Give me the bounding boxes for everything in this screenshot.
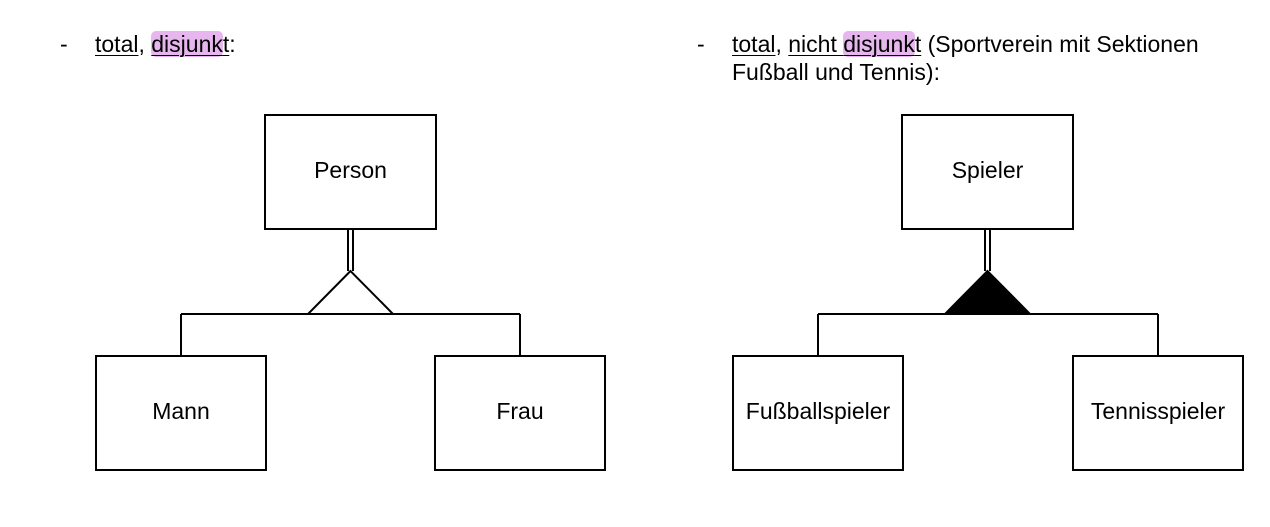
right-word-total: total — [732, 31, 776, 57]
overlapping-filled-triangle — [942, 269, 1033, 315]
right-diagram: Spieler Fußballspieler Tennisspieler — [732, 114, 1244, 471]
left-word-disjunkt: disjunkt — [151, 31, 229, 57]
right-word-nicht-disjunkt: nicht disjunkt — [788, 31, 921, 57]
spieler-label: Spieler — [952, 157, 1024, 183]
right-caption-line2: Fußball und Tennis): — [732, 59, 940, 85]
left-word-total: total — [95, 31, 139, 57]
disjoint-open-triangle — [305, 269, 396, 315]
left-disjunkt-rest: t — [222, 31, 230, 57]
left-caption-text: total, disjunkt: — [95, 30, 236, 58]
right-comma: , — [775, 31, 782, 57]
tennisspieler-box — [1072, 355, 1244, 471]
mann-box — [95, 355, 267, 471]
right-bullet: - — [697, 31, 705, 57]
left-highlight-disjunk: disjunk — [151, 31, 223, 57]
person-label: Person — [314, 157, 387, 183]
right-caption-tail: (Sportverein mit Sektionen — [921, 31, 1199, 57]
left-comma: , — [138, 31, 145, 57]
spieler-box — [901, 114, 1074, 230]
frau-label: Frau — [496, 398, 543, 424]
left-colon: : — [229, 31, 236, 57]
left-bullet: - — [60, 31, 68, 57]
fussballspieler-box — [732, 355, 904, 471]
frau-box — [434, 355, 606, 471]
left-diagram: Person Mann Frau — [95, 114, 606, 471]
right-word-nicht: nicht — [788, 31, 844, 57]
person-box — [264, 114, 437, 230]
tennisspieler-label: Tennisspieler — [1091, 398, 1226, 424]
right-highlight-disjunk: disjunk — [843, 31, 915, 57]
fussballspieler-label: Fußballspieler — [746, 398, 891, 424]
right-caption-line1: total, nicht disjunkt (Sportverein mit S… — [732, 30, 1199, 58]
mann-label: Mann — [152, 398, 210, 424]
right-disjunkt-rest: t — [914, 31, 922, 57]
